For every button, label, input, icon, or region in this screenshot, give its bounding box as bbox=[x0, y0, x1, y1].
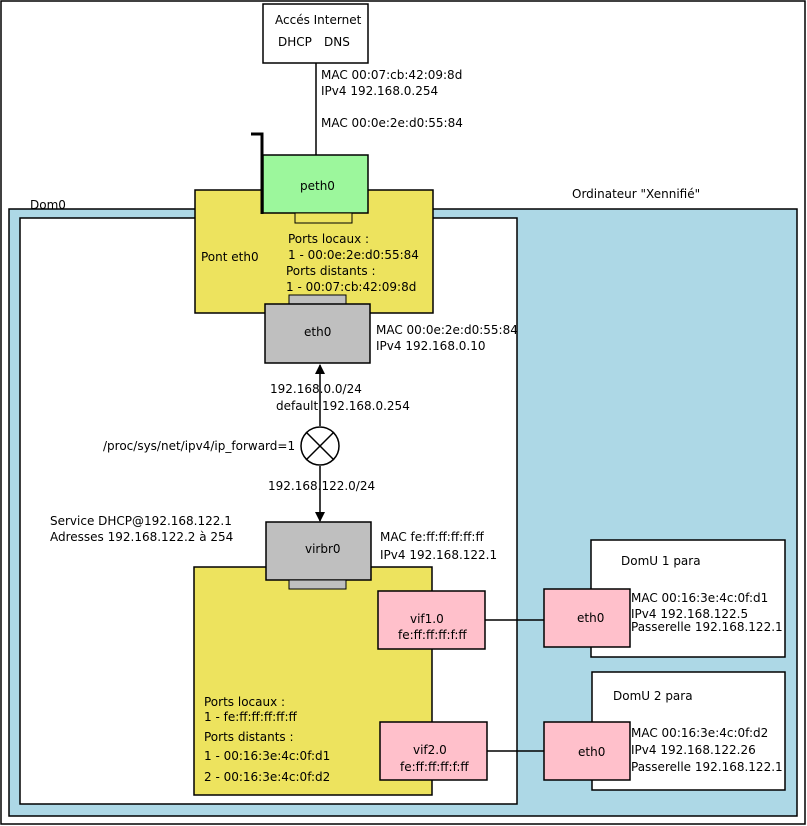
bridge-remote-ports-title: Ports distants : bbox=[286, 264, 376, 278]
dhcp-label: DHCP bbox=[278, 35, 312, 49]
bridge-eth0-label: Pont eth0 bbox=[201, 250, 259, 264]
virbr0-local-port-1: 1 - fe:ff:ff:ff:ff:ff bbox=[204, 710, 297, 724]
eth0-label: eth0 bbox=[304, 325, 331, 339]
virbr0-remote-port-2: 2 - 00:16:3e:4c:0f:d2 bbox=[204, 770, 330, 784]
vif2-mac: fe:ff:ff:ff:f:ff bbox=[400, 760, 469, 774]
route-network: 192.168.0.0/24 bbox=[270, 382, 362, 396]
eth0-mac: MAC 00:0e:2e:d0:55:84 bbox=[376, 323, 518, 337]
virbr0-ipv4: IPv4 192.168.122.1 bbox=[380, 548, 497, 562]
virbr0-connector bbox=[288, 579, 347, 590]
domu2-gateway: Passerelle 192.168.122.1 bbox=[631, 760, 783, 774]
domu2-eth0-box bbox=[543, 721, 631, 781]
virbr0-remote-port-1: 1 - 00:16:3e:4c:0f:d1 bbox=[204, 749, 330, 763]
card-mac: MAC 00:0e:2e:d0:55:84 bbox=[321, 116, 463, 130]
route-default: default 192.168.0.254 bbox=[276, 399, 410, 413]
eth0-box bbox=[264, 303, 371, 364]
domu2-mac: MAC 00:16:3e:4c:0f:d2 bbox=[631, 726, 768, 740]
eth0-ipv4: IPv4 192.168.0.10 bbox=[376, 339, 485, 353]
peth0-box bbox=[262, 154, 369, 214]
dhcp-service-line1: Service DHCP@192.168.122.1 bbox=[50, 514, 232, 528]
nic-bracket-icon bbox=[251, 132, 264, 214]
domu2-title: DomU 2 para bbox=[613, 689, 693, 703]
ip-forward-label: /proc/sys/net/ipv4/ip_forward=1 bbox=[103, 439, 295, 453]
domu1-eth0-label: eth0 bbox=[577, 611, 604, 625]
domu2-eth0-label: eth0 bbox=[578, 745, 605, 759]
route-network-122: 192.168.122.0/24 bbox=[268, 479, 375, 493]
dhcp-service-line2: Adresses 192.168.122.2 à 254 bbox=[50, 530, 233, 544]
internet-title: Accés Internet bbox=[275, 13, 362, 27]
peth0-connector bbox=[294, 212, 353, 224]
virbr0-local-ports-title: Ports locaux : bbox=[204, 695, 285, 709]
domu1-title: DomU 1 para bbox=[621, 554, 701, 568]
ip-forward-cross-b bbox=[305, 431, 335, 461]
vif2-label: vif2.0 bbox=[413, 743, 447, 757]
eth0-top-connector bbox=[288, 294, 347, 305]
vif1-box bbox=[377, 590, 486, 650]
domu1-gateway: Passerelle 192.168.122.1 bbox=[631, 620, 783, 634]
modem-ipv4: IPv4 192.168.0.254 bbox=[321, 84, 438, 98]
internet-box bbox=[262, 3, 369, 64]
dom0-label: Dom0 bbox=[30, 198, 66, 212]
virbr0-box bbox=[265, 521, 372, 581]
domu1-eth0-box bbox=[543, 588, 631, 648]
bridge-local-port-1: 1 - 00:0e:2e:d0:55:84 bbox=[288, 248, 419, 262]
virbr0-remote-ports-title: Ports distants : bbox=[204, 730, 294, 744]
modem-mac: MAC 00:07:cb:42:09:8d bbox=[321, 68, 462, 82]
peth0-label: peth0 bbox=[300, 179, 335, 193]
vif1-mac: fe:ff:ff:ff:f:ff bbox=[398, 628, 467, 642]
domu1-mac: MAC 00:16:3e:4c:0f:d1 bbox=[631, 591, 768, 605]
bridge-local-ports-title: Ports locaux : bbox=[288, 232, 369, 246]
domu2-ipv4: IPv4 192.168.122.26 bbox=[631, 743, 756, 757]
domu1-ipv4: IPv4 192.168.122.5 bbox=[631, 607, 748, 621]
dns-label: DNS bbox=[324, 35, 350, 49]
computer-label: Ordinateur "Xennifié" bbox=[572, 187, 700, 201]
vif1-label: vif1.0 bbox=[410, 612, 444, 626]
virbr0-mac: MAC fe:ff:ff:ff:ff:ff bbox=[380, 530, 484, 544]
virbr0-label: virbr0 bbox=[305, 542, 341, 556]
bridge-remote-port-1: 1 - 00:07:cb:42:09:8d bbox=[286, 280, 416, 294]
